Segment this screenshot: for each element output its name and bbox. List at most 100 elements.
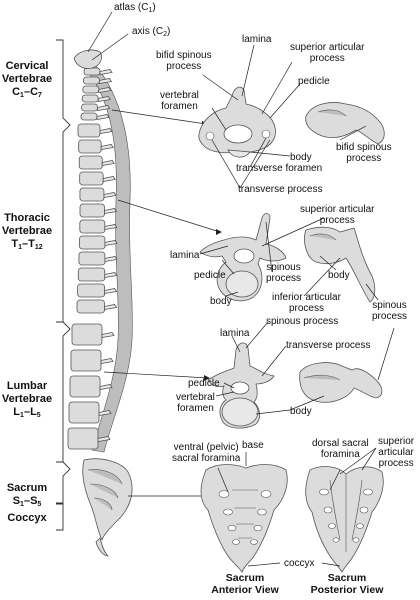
transverse-process-lateral [99, 78, 113, 84]
vertebral-body [67, 427, 99, 450]
transverse-process-lateral [104, 256, 118, 262]
vertebral-body [83, 67, 101, 76]
lumbar-lamina-label: lamina [220, 328, 250, 339]
lumbar-spinous-label: spinous process [266, 316, 339, 327]
cervical-range: C1–C7 [12, 86, 42, 99]
transverse-process-lateral [101, 160, 115, 166]
transverse-process-lateral [104, 272, 118, 278]
sacrum-anterior-view [200, 464, 288, 573]
atlas-label: atlas (C1) [114, 2, 156, 14]
region-thoracic: Thoracic Vertebrae T1–T12 [0, 212, 54, 254]
vertebral-body [79, 187, 105, 202]
thoracic-body-right-label: body [328, 270, 350, 281]
coccyx-lateral [95, 537, 109, 557]
region-lumbar: Lumbar Vertebrae L1–L5 [0, 380, 54, 422]
cervical-arrow [111, 109, 207, 125]
axis-label: axis (C2) [132, 26, 171, 38]
region-brackets [56, 39, 71, 531]
cervical-body-label: body [290, 152, 312, 163]
region-cervical: Cervical Vertebrae C1–C7 [0, 60, 54, 102]
sacrum-range: S1–S5 [12, 495, 42, 508]
vertebral-body [79, 219, 106, 234]
vertebral-body [77, 267, 106, 282]
thoracic-body-label: body [210, 296, 232, 307]
vertebral-body [79, 171, 104, 186]
cervical-thoracic-bracket [56, 39, 71, 323]
transverse-process-lateral [97, 436, 111, 442]
sacrum-name: Sacrum [6, 482, 48, 494]
vertebral-body [79, 235, 106, 250]
transverse-process-lateral [100, 358, 114, 364]
thoracic-pedicle-label: pedicle [194, 270, 226, 281]
vertebral-body [70, 349, 102, 372]
vertebral-body [68, 401, 100, 424]
sacrum-posterior-view [305, 466, 384, 573]
lumbar-pedicle-label: pedicle [188, 378, 220, 389]
coccyx-label: coccyx [284, 558, 315, 569]
label-leaders [199, 44, 395, 567]
transverse-process-lateral [98, 410, 112, 416]
cervical-vertebra-superior [198, 86, 276, 158]
coccyx-name: Coccyx [7, 512, 47, 524]
transverse-process-lateral [96, 114, 110, 120]
cervical-name2: Vertebrae [1, 73, 53, 85]
lumbar-bracket [56, 321, 71, 463]
atlas-leader [87, 11, 113, 53]
vertebral-body [82, 85, 100, 94]
region-sacrum: Sacrum S1–S5 [0, 482, 54, 511]
cervical-name: Cervical [5, 60, 49, 72]
transverse-process-lateral [102, 176, 116, 182]
vertebral-body [78, 139, 102, 154]
vertebral-body [77, 123, 101, 138]
vertebral-body [79, 203, 105, 218]
transverse-process-lateral [101, 332, 115, 338]
lumbar-vertebra-lateral [299, 362, 383, 403]
vertebral-body [69, 375, 101, 398]
spinous-process-column [85, 65, 133, 453]
coccyx-bracket [56, 503, 64, 531]
thoracic-vertebra-lateral [304, 226, 376, 303]
atlas-axis [73, 49, 102, 69]
thoracic-lamina-label: lamina [170, 250, 200, 261]
lumbar-name: Lumbar [6, 380, 48, 392]
transverse-process-lateral [98, 87, 112, 93]
vertebral-column [67, 65, 133, 453]
transverse-process-lateral [99, 69, 113, 75]
transverse-process-lateral [104, 208, 118, 214]
vertebral-body [83, 76, 100, 85]
cervical-pedicle-label: pedicle [298, 76, 330, 87]
axis-leader [91, 33, 129, 61]
transverse-process-lateral [104, 240, 118, 246]
vertebral-body [81, 103, 98, 112]
thoracic-name2: Vertebrae [1, 225, 53, 237]
lumbar-range: L1–L5 [13, 406, 41, 419]
lumbar-arrow [103, 371, 209, 379]
transverse-process-lateral [97, 96, 111, 102]
lumbar-vertebra-superior [207, 342, 275, 429]
transverse-process-lateral [104, 304, 118, 310]
lumbar-transverse-label: transverse process [286, 340, 371, 351]
vertebral-body [77, 283, 106, 298]
thoracic-arrow [117, 199, 221, 233]
transverse-process-lateral [97, 105, 111, 111]
sacrum-lateral [82, 458, 133, 557]
vertebral-body [78, 155, 103, 170]
sacrum-base-label: base [242, 440, 264, 451]
vertebral-body [78, 251, 106, 266]
transverse-process-lateral [99, 384, 113, 390]
ventral-foramina-label: ventral (pelvic)sacral foramina [172, 442, 241, 464]
transverse-process-label: transverse process [238, 184, 323, 195]
